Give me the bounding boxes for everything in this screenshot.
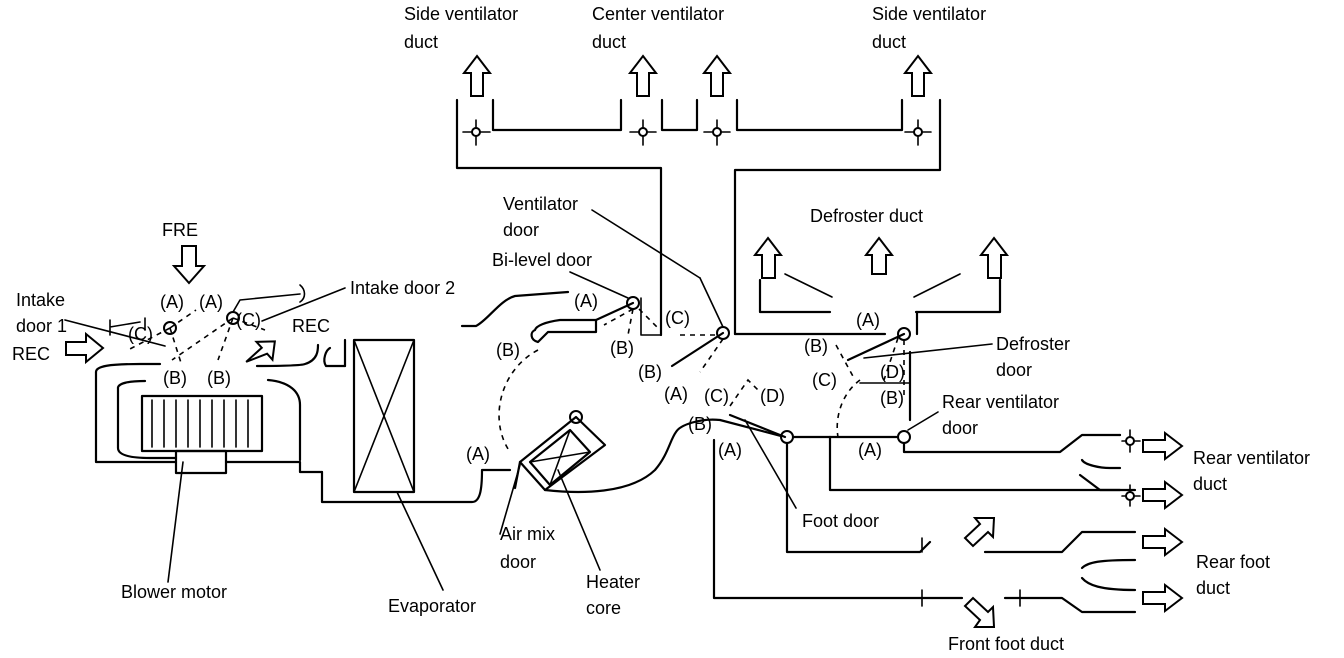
label-side-vent-right: Side ventilator bbox=[872, 4, 986, 24]
label-heater-core-2: core bbox=[586, 598, 621, 618]
pos-a-bilevel: (A) bbox=[574, 291, 598, 311]
defroster-center-arrow bbox=[863, 236, 895, 275]
pos-b-defrost: (B) bbox=[804, 336, 828, 356]
air-mix-door bbox=[498, 349, 607, 492]
rec-left-arrow bbox=[65, 331, 105, 365]
center-vent-left-arrow bbox=[627, 54, 659, 97]
pos-c-foot: (C) bbox=[704, 386, 729, 406]
heater-core bbox=[528, 418, 787, 494]
label-air-mix-door: Air mix bbox=[500, 524, 555, 544]
evaporator bbox=[320, 290, 570, 504]
intake-door-1 bbox=[109, 309, 197, 367]
label-rec-left: REC bbox=[12, 344, 50, 364]
pos-b-foot: (B) bbox=[688, 414, 712, 434]
pos-b-intake2: (B) bbox=[207, 368, 231, 388]
fre-arrow bbox=[171, 245, 207, 285]
foot-chamber bbox=[712, 378, 964, 600]
label-heater-core: Heater bbox=[586, 572, 640, 592]
vent-valve-2 bbox=[629, 119, 657, 146]
labels: Side ventilator duct Center ventilator d… bbox=[12, 4, 1310, 654]
intake-housing bbox=[94, 343, 347, 474]
label-ventilator-door: Ventilator bbox=[503, 194, 578, 214]
pos-b-airmix: (B) bbox=[496, 340, 520, 360]
vent-valve-1 bbox=[462, 119, 491, 146]
label-rear-foot-duct-2: duct bbox=[1196, 578, 1230, 598]
pos-a-defrost: (A) bbox=[856, 310, 880, 330]
label-rec-right: REC bbox=[292, 316, 330, 336]
pos-a-airmix: (A) bbox=[466, 444, 490, 464]
label-defroster-door: Defroster bbox=[996, 334, 1070, 354]
pos-b-intake1: (B) bbox=[163, 368, 187, 388]
pos-c-intake1: (C) bbox=[128, 324, 153, 344]
label-side-vent-left-duct: duct bbox=[404, 32, 438, 52]
pos-a-intake2: (A) bbox=[199, 292, 223, 312]
label-center-vent: Center ventilator bbox=[592, 4, 724, 24]
rear-vent-outlets bbox=[1078, 429, 1184, 511]
pos-b-rearvent: (B) bbox=[880, 388, 904, 408]
label-front-foot-duct: Front foot duct bbox=[948, 634, 1064, 654]
label-intake-door-1: Intake bbox=[16, 290, 65, 310]
label-defroster-door-2: door bbox=[996, 360, 1032, 380]
pos-c-bilevel: (C) bbox=[665, 308, 690, 328]
side-vent-right-arrow bbox=[902, 54, 934, 97]
side-vent-left-arrow bbox=[461, 54, 493, 97]
pos-b-vent: (B) bbox=[638, 362, 662, 382]
label-rear-foot-duct: Rear foot bbox=[1196, 552, 1270, 572]
label-rear-vent-duct: Rear ventilator bbox=[1193, 448, 1310, 468]
defroster-right-arrow bbox=[978, 236, 1010, 279]
pos-a-foot: (A) bbox=[718, 440, 742, 460]
rec-right-arrow bbox=[245, 340, 276, 363]
vent-valve-3 bbox=[703, 119, 731, 146]
pos-c-defrost: (C) bbox=[812, 370, 837, 390]
label-rear-vent-duct-2: duct bbox=[1193, 474, 1227, 494]
center-vent-right-arrow bbox=[701, 54, 733, 97]
leader-lines bbox=[64, 209, 993, 591]
ventilator-door bbox=[670, 326, 730, 373]
intake-door-2 bbox=[171, 284, 306, 361]
label-intake-door-2: Intake door 2 bbox=[350, 278, 455, 298]
label-evaporator: Evaporator bbox=[388, 596, 476, 616]
rear-foot-outlets bbox=[921, 517, 1184, 628]
defroster-door bbox=[835, 327, 912, 422]
pos-d-foot: (D) bbox=[760, 386, 785, 406]
label-blower-motor: Blower motor bbox=[121, 582, 227, 602]
label-intake-door-1-b: door 1 bbox=[16, 316, 67, 336]
blower-motor bbox=[140, 394, 264, 475]
position-markers: (A) (A) (C) (C) (B) (B) (A) (B) (C) (B) … bbox=[128, 291, 905, 464]
pos-d-defrost: (D) bbox=[880, 362, 905, 382]
pos-b-bilevel: (B) bbox=[610, 338, 634, 358]
label-fre: FRE bbox=[162, 220, 198, 240]
label-foot-door: Foot door bbox=[802, 511, 879, 531]
bilevel-area bbox=[530, 296, 662, 344]
label-side-vent-left: Side ventilator bbox=[404, 4, 518, 24]
pos-a-intake1: (A) bbox=[160, 292, 184, 312]
label-bilevel-door: Bi-level door bbox=[492, 250, 592, 270]
vent-valve-4 bbox=[904, 119, 932, 146]
pos-c-intake2: (C) bbox=[236, 310, 261, 330]
label-side-vent-right-duct: duct bbox=[872, 32, 906, 52]
label-air-mix-door-2: door bbox=[500, 552, 536, 572]
label-defroster-duct: Defroster duct bbox=[810, 206, 923, 226]
label-ventilator-door-2: door bbox=[503, 220, 539, 240]
label-rear-vent-door: Rear ventilator bbox=[942, 392, 1059, 412]
label-rear-vent-door-2: door bbox=[942, 418, 978, 438]
ventilator-duct-outline bbox=[455, 98, 942, 337]
pos-a-vent: (A) bbox=[664, 384, 688, 404]
pos-a-rearvent: (A) bbox=[858, 440, 882, 460]
defroster-duct-outline bbox=[733, 273, 1002, 336]
rear-ventilator-door bbox=[828, 379, 1137, 492]
label-center-vent-duct: duct bbox=[592, 32, 626, 52]
defroster-left-arrow bbox=[752, 236, 784, 279]
